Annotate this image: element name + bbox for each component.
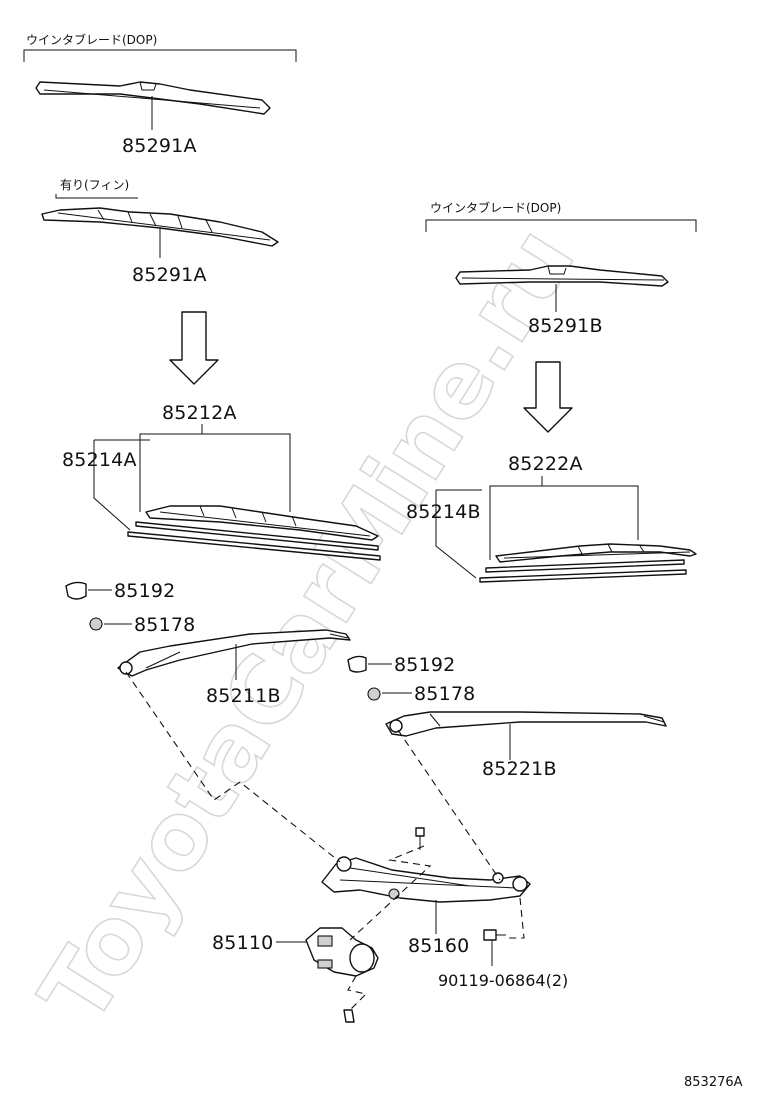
label-85214b: 85214B <box>406 501 481 523</box>
bracket-dop-right <box>425 219 697 232</box>
label-85178-right: 85178 <box>414 683 475 705</box>
rubber-85214a-2 <box>127 531 381 561</box>
winter-blade-dop-left: ウインタブレード(DOP) 85291A <box>23 32 297 157</box>
label-85291a-top: 85291A <box>122 135 197 157</box>
blade-85212a <box>145 505 379 541</box>
label-85222a: 85222A <box>508 453 583 475</box>
bolt-bottom <box>343 1009 355 1023</box>
winter-blade-dop-right: ウインタブレード(DOP) 85291B <box>425 200 697 337</box>
rubber-85214b-2 <box>479 569 687 583</box>
nut-85178-right <box>367 687 381 701</box>
label-85221b: 85221B <box>482 758 557 780</box>
label-85214a: 85214A <box>62 449 137 471</box>
label-85291b: 85291B <box>528 315 603 337</box>
note-blade-dop-left: ウインタブレード(DOP) <box>26 32 157 47</box>
rubber-85214a-1 <box>135 521 379 551</box>
wiper-linkage: 85160 <box>321 827 531 957</box>
dash-bolt <box>504 897 525 939</box>
winter-blade-85291b <box>455 265 669 287</box>
watermark-text: ToyotaCarMine.ru <box>20 209 595 1041</box>
bolt-top <box>415 827 425 837</box>
arm-85221b <box>385 711 667 737</box>
wiper-motor: 85110 <box>212 927 379 1023</box>
arrow-down-right <box>523 361 573 433</box>
bolt-90119-06864 <box>483 929 497 941</box>
label-85178-left: 85178 <box>134 614 195 636</box>
arm-85211b <box>117 629 351 677</box>
wiper-arm-left: 85192 85178 85211B <box>65 580 351 707</box>
blade-assembly-right: 85222A 85214B <box>406 453 697 583</box>
arrow-down-left <box>169 311 219 385</box>
figure-reference: 853276A <box>684 1075 743 1090</box>
rubber-85214b-1 <box>485 559 685 573</box>
label-85160: 85160 <box>408 935 469 957</box>
note-with-fin: 有り(フィン) <box>60 178 129 192</box>
nut-85178-left <box>89 617 103 631</box>
label-85291a-fin: 85291A <box>132 264 207 286</box>
label-85211b: 85211B <box>206 685 281 707</box>
cap-85192-left <box>65 581 87 600</box>
dash-left-arm <box>125 671 341 863</box>
dash-motor-top <box>349 845 432 941</box>
bracket-dop-left <box>23 49 297 62</box>
blade-with-fin: 有り(フィン) 85291A <box>41 178 279 286</box>
wiper-arm-right: 85192 85178 85221B <box>347 654 667 780</box>
cap-85192-right <box>347 655 367 673</box>
label-90119-06864: 90119-06864(2) <box>438 971 568 990</box>
note-blade-dop-right: ウインタブレード(DOP) <box>430 200 561 215</box>
winter-blade-85291a <box>35 81 271 115</box>
bolt-90119: 90119-06864(2) <box>438 929 568 990</box>
label-85192-left: 85192 <box>114 580 175 602</box>
blade-assembly-left: 85212A 85214A <box>62 402 381 561</box>
dash-motor-bottom <box>347 975 368 1011</box>
label-85110: 85110 <box>212 932 273 954</box>
dash-right-arm <box>397 729 501 881</box>
linkage-85160 <box>321 857 531 903</box>
label-85212a: 85212A <box>162 402 237 424</box>
label-85192-right: 85192 <box>394 654 455 676</box>
fin-blade-85291a <box>41 207 279 247</box>
